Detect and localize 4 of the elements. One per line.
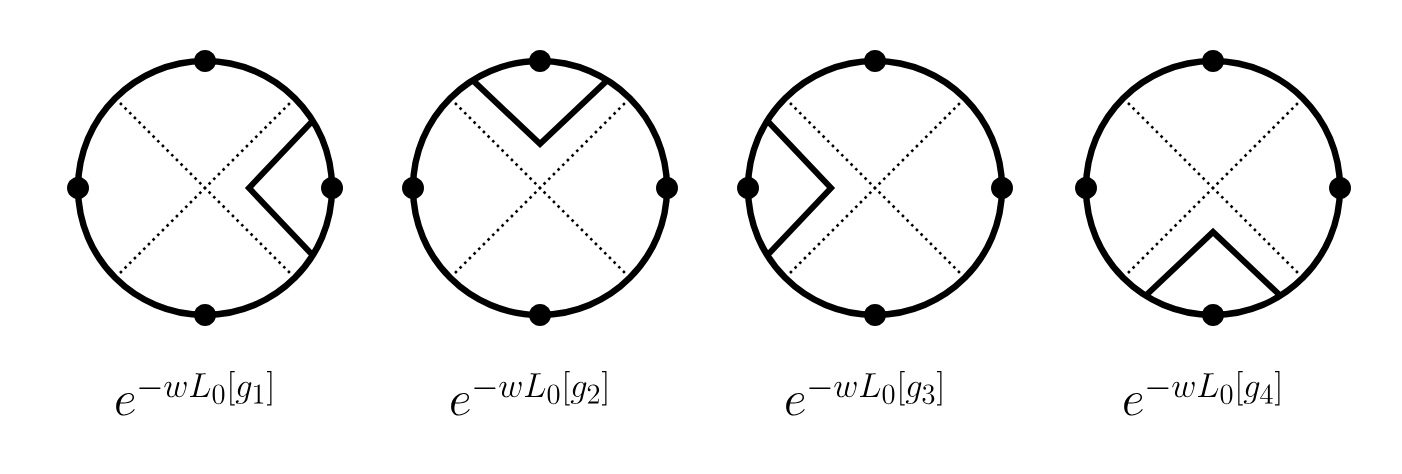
formula-label: $e^{-wL_0[g_3]}$: [786, 371, 942, 416]
formula-label: $e^{-wL_0[g_2]}$: [451, 371, 607, 416]
formula-label: $e^{-wL_0[g_4]}$: [1124, 371, 1280, 416]
formula-label: $e^{-wL_0[g_1]}$: [116, 371, 272, 416]
